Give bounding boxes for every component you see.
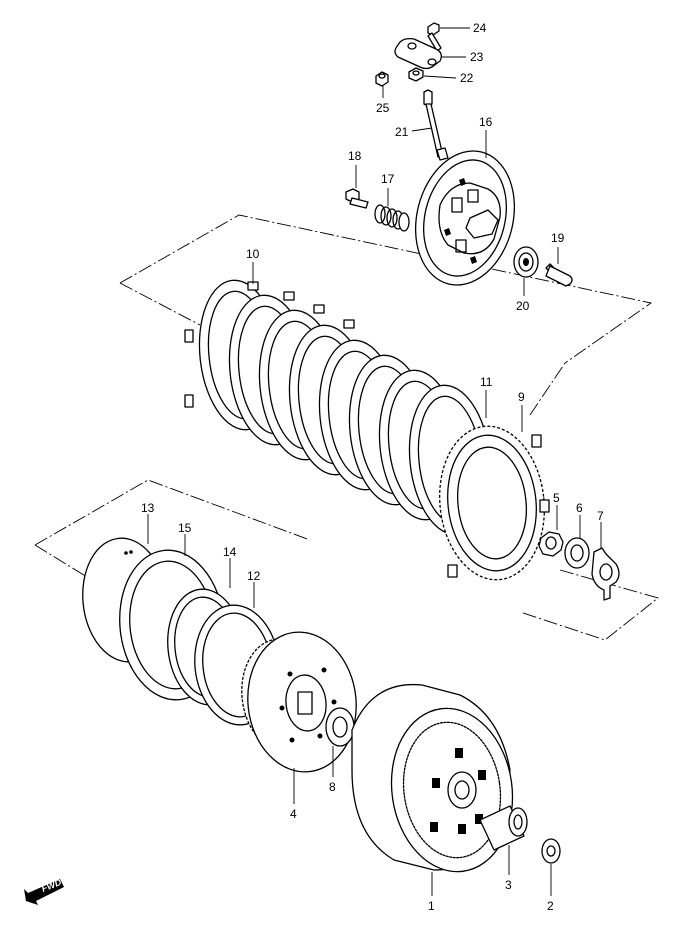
clutch-housing-1 [351, 683, 514, 873]
callout-3: 3 [505, 878, 512, 892]
pressure-plate-16 [414, 150, 516, 286]
callout-13: 13 [141, 501, 155, 515]
bolt-18 [345, 188, 369, 209]
callout-9: 9 [518, 390, 525, 404]
callout-16: 16 [479, 115, 493, 129]
callout-6: 6 [576, 501, 583, 515]
callout-20: 20 [516, 299, 530, 313]
thrust-washer-8 [325, 707, 355, 747]
bracket-plate-23 [394, 37, 442, 70]
callout-15: 15 [178, 521, 192, 535]
callout-17: 17 [381, 172, 395, 186]
release-rod-21 [423, 89, 449, 161]
washer-6 [564, 537, 590, 569]
washer-2 [541, 838, 561, 864]
nut-5 [538, 531, 564, 557]
callout-5: 5 [553, 491, 560, 505]
nut-22 [408, 67, 424, 82]
callout-11: 11 [480, 375, 493, 389]
callout-12: 12 [247, 569, 261, 583]
lock-washer-7 [591, 547, 620, 601]
forward-direction-badge: FWD [24, 877, 64, 905]
bolt-24 [427, 22, 442, 52]
callout-19: 19 [551, 231, 565, 245]
spring-17 [374, 204, 410, 232]
callout-10: 10 [246, 247, 260, 261]
callout-8: 8 [329, 780, 336, 794]
bearing-20 [513, 246, 539, 278]
callout-24: 24 [473, 21, 487, 35]
callout-7: 7 [597, 509, 604, 523]
callout-4: 4 [290, 807, 297, 821]
drive-plate-9 [439, 425, 550, 581]
leader-lines [147, 27, 602, 896]
callout-1: 1 [428, 899, 435, 913]
callout-labels: 24 23 22 25 21 16 18 17 19 20 10 11 9 5 … [141, 21, 604, 913]
clutch-plate-stack [184, 279, 492, 536]
callout-22: 22 [460, 71, 474, 85]
callout-2: 2 [547, 899, 554, 913]
callout-18: 18 [348, 149, 362, 163]
spacer-3 [479, 805, 528, 851]
callout-23: 23 [470, 50, 484, 64]
bolt-19 [545, 263, 573, 287]
callout-14: 14 [223, 545, 237, 559]
callout-25: 25 [376, 101, 390, 115]
callout-21: 21 [395, 125, 409, 139]
cap-nut-25 [375, 71, 389, 87]
